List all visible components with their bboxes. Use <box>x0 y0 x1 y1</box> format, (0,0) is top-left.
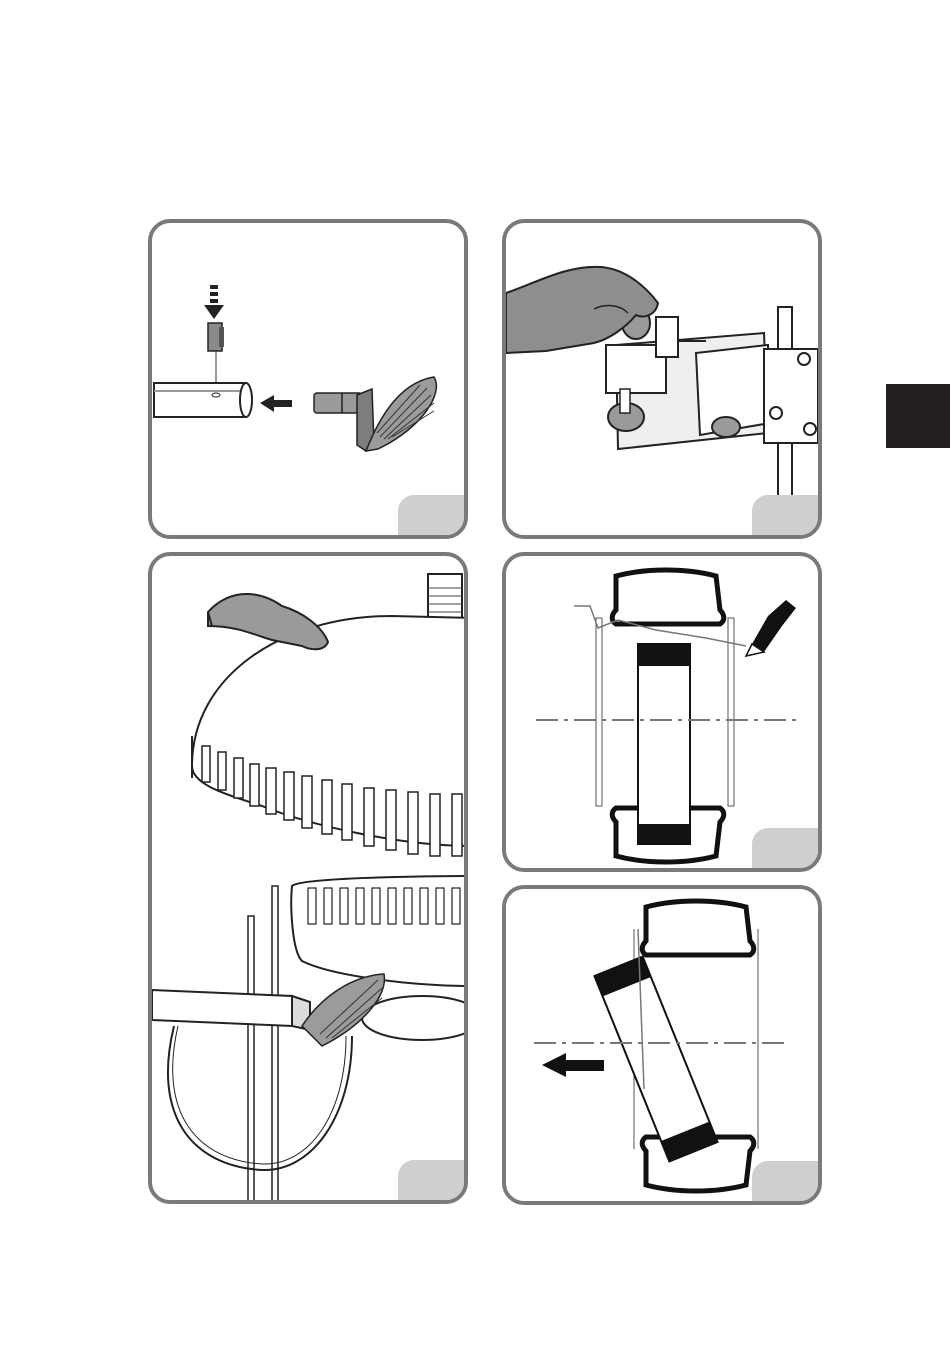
figure-panel-5 <box>502 885 822 1205</box>
figure-number-badge <box>398 495 468 539</box>
figure-panel-1 <box>148 219 468 539</box>
figure-panel-2 <box>502 219 822 539</box>
figure-number-badge <box>752 1161 822 1205</box>
figure-number-badge <box>752 828 822 872</box>
figure-panel-4 <box>502 552 822 872</box>
tool-attachment-illustration <box>152 223 468 539</box>
tyre-mounting-illustration <box>152 556 468 1204</box>
figure-number-badge <box>398 1160 468 1204</box>
section-tab-marker <box>886 384 950 448</box>
figure-panel-3 <box>148 552 468 1204</box>
wheel-alignment-top-view <box>506 556 822 872</box>
hand-adjusting-clamp-illustration <box>506 223 822 539</box>
wheel-tilt-top-view <box>506 889 822 1205</box>
figure-number-badge <box>752 495 822 539</box>
